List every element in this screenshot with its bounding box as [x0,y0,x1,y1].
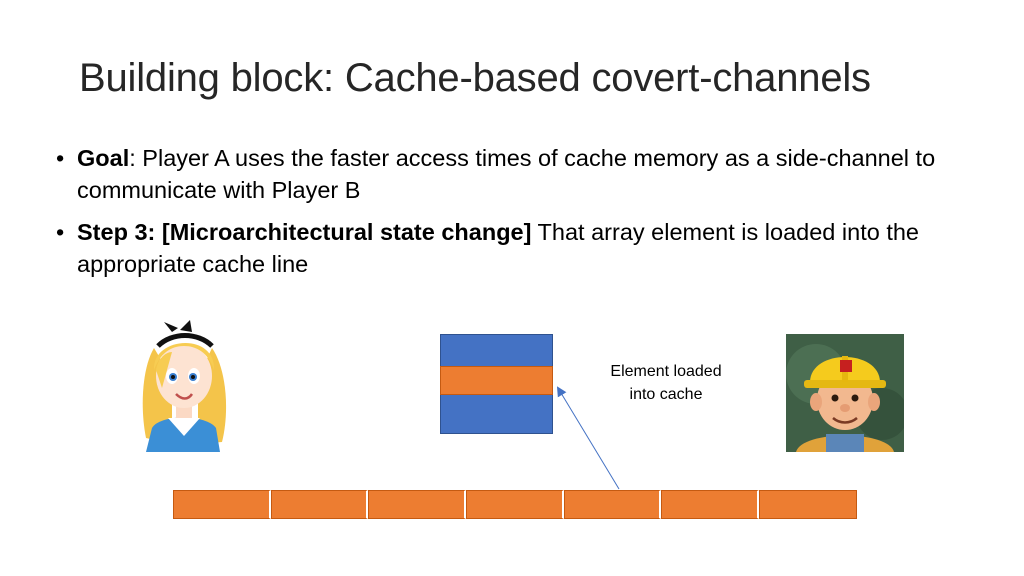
array-cell [270,490,369,519]
array-cell [173,490,271,519]
bullet-step-3-label: Step 3: [Microarchitectural state change… [77,219,532,245]
memory-array [173,490,857,519]
annotation-element-loaded: Element loaded into cache [596,360,736,406]
bullet-goal: • Goal: Player A uses the faster access … [56,142,956,206]
array-cell [368,490,467,519]
array-cell [466,490,564,519]
player-a-avatar-icon [142,320,227,452]
bullet-dot: • [56,219,65,245]
bullet-list: • Goal: Player A uses the faster access … [56,142,956,290]
player-b-avatar-icon [786,334,904,452]
annotation-line-1: Element loaded [610,363,722,380]
array-cell [563,490,662,519]
array-cell [661,490,760,519]
annotation-line-2: into cache [629,386,703,403]
slide-title: Building block: Cache-based covert-chann… [79,56,871,100]
bullet-step-3: • Step 3: [Microarchitectural state chan… [56,216,956,280]
bullet-dot: • [56,145,65,171]
array-cell [759,490,857,519]
bullet-step-3-text: That array element is loaded into the ap… [77,219,919,277]
cache-line-loaded [440,366,553,395]
bullet-goal-text: : Player A uses the faster access times … [77,145,936,203]
bullet-goal-label: Goal [77,145,130,171]
